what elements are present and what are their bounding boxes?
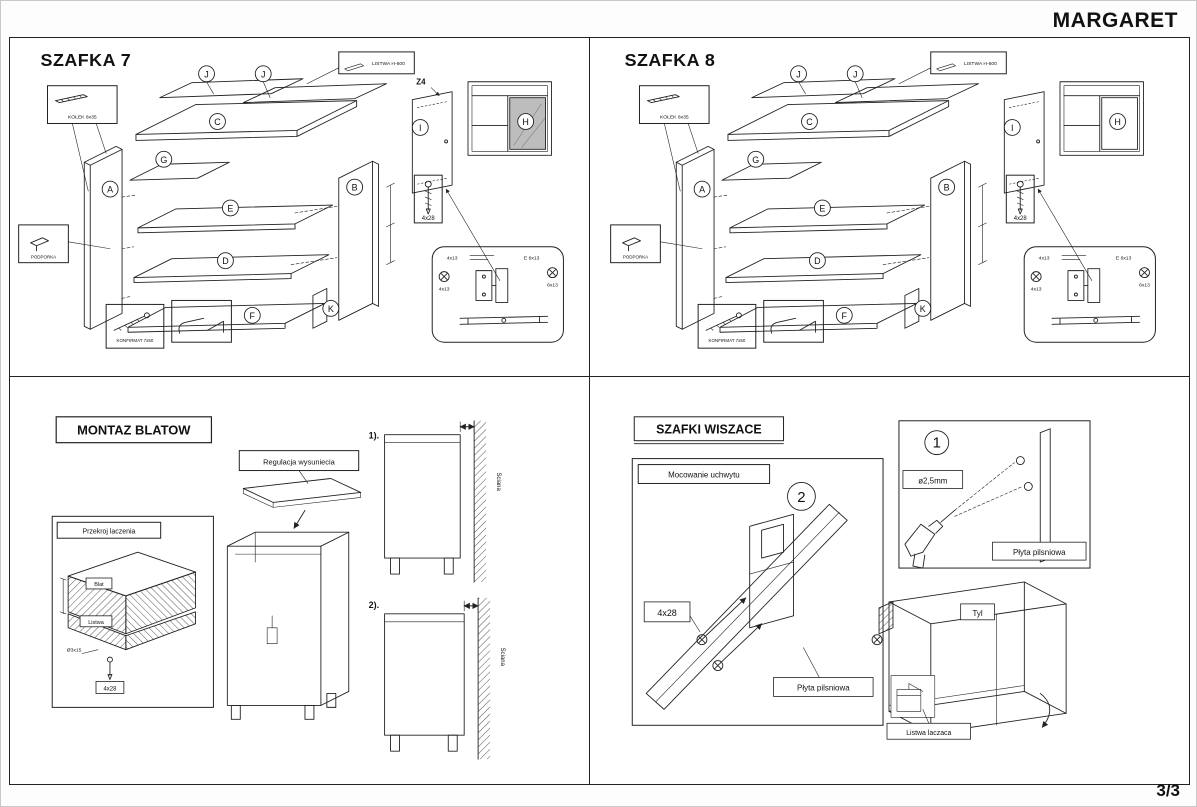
cross-4x28-label: 4x28 (103, 686, 117, 692)
step2-label: 2). (369, 600, 379, 610)
wiszace-title: SZAFKI WISZACE (656, 423, 762, 437)
plyta-label-1: Płyta pilsniowa (797, 683, 850, 692)
wiszace-title-box: SZAFKI WISZACE (633, 416, 785, 445)
montaz-title: MONTAZ BLATOW (77, 423, 191, 438)
panel-montaz-blatow: MONTAZ BLATOW Regulacja wysuniecia Przek… (9, 376, 590, 785)
dim-3x15-label: Ø3x15 (67, 648, 82, 654)
plyta-label-2: Płyta pilsniowa (1013, 548, 1066, 557)
tyl-label: Tyl (972, 609, 982, 618)
panel-szafka8: SZAFKA 8 (589, 37, 1190, 377)
przekroj-label: Przekroj laczenia (82, 529, 135, 536)
mocowanie-box: Mocowanie uchwytu 2 4x28 (631, 458, 884, 726)
montaz-title-box: MONTAZ BLATOW (55, 416, 213, 444)
svg-text:1: 1 (933, 435, 941, 452)
sciana-label-1: Sciana (495, 473, 501, 492)
wall-hatch-1 (474, 420, 487, 582)
listwa-label: Listwa (88, 620, 104, 626)
drill-icon (904, 509, 956, 569)
z4-callout: Z4 (416, 78, 440, 96)
page-number: 3/3 (1156, 781, 1180, 800)
wiszace-drawing: SZAFKI WISZACE Mocowanie uchwytu 2 (631, 416, 1091, 740)
sciana-label-2: Sciana (499, 648, 505, 667)
drill-diameter-label: ø2,5mm (918, 476, 948, 485)
cross-section-detail: Przekroj laczenia Blat Listwa Ø3x15 4x2 (51, 515, 214, 708)
regulacja-label: Regulacja wysuniecia (263, 458, 336, 467)
wiszace-4x28-label: 4x28 (657, 608, 676, 618)
step1-diagram: 1). Sciana (369, 420, 501, 583)
panel-szafki-wiszace: SZAFKI WISZACE Mocowanie uchwytu 2 (589, 376, 1190, 785)
regulacja-callout: Regulacja wysuniecia (238, 450, 360, 484)
step-1-badge: 1 (924, 430, 950, 456)
brand-title: MARGARET (1052, 9, 1178, 32)
inset-mini-cabinet (890, 675, 936, 718)
hanging-cabinet: Tyl Listwa laczaca (871, 581, 1067, 740)
step1-label: 1). (369, 431, 379, 441)
szafka8-title: SZAFKA 8 (625, 50, 716, 70)
szafka8-drawing: SZAFKA 8 (590, 50, 1189, 376)
drill-box: 1 ø2,5mm Płyta pilsniowa (898, 420, 1091, 569)
panel-szafka7: SZAFKA 7 Z4 (9, 37, 590, 377)
svg-text:2: 2 (797, 489, 805, 506)
listwa-laczaca-label: Listwa laczaca (906, 730, 951, 737)
blat-label: Blat (94, 582, 104, 588)
cabinet-open-top (226, 478, 362, 720)
montaz-drawing: MONTAZ BLATOW Regulacja wysuniecia Przek… (51, 416, 505, 760)
listwa-piece (871, 601, 894, 646)
step-2-badge: 2 (787, 482, 816, 511)
szafka7-drawing: SZAFKA 7 Z4 (10, 50, 589, 376)
z4-label: Z4 (416, 78, 426, 87)
mocowanie-label: Mocowanie uchwytu (668, 471, 740, 480)
wall-hatch-2 (478, 597, 491, 760)
szafka7-title: SZAFKA 7 (41, 50, 132, 70)
step2-diagram: 2). Sciana (369, 597, 505, 760)
